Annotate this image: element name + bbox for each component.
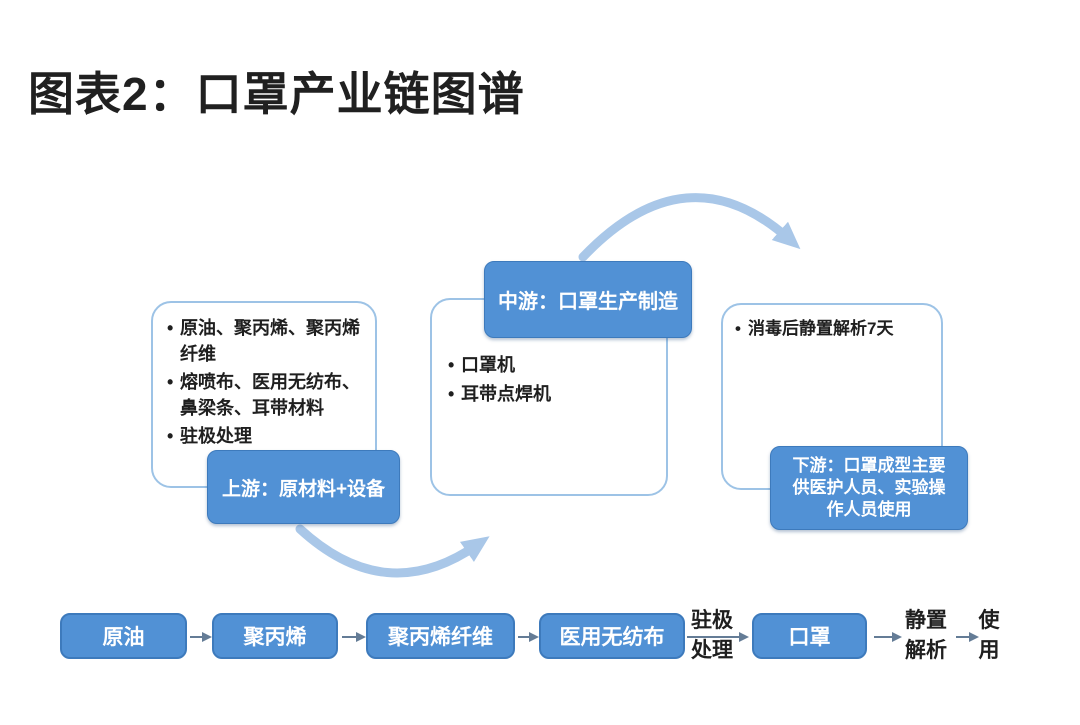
- flow-box-mask: 口罩: [752, 613, 867, 659]
- upstream-panel: 原油、聚丙烯、聚丙烯纤维 熔喷布、医用无纺布、鼻梁条、耳带材料 驻极处理: [151, 301, 377, 488]
- flow-label-use: 使用: [978, 609, 1000, 662]
- arrow-upstream-to-midstream: [295, 524, 490, 578]
- downstream-bullet: 消毒后静置解析7天: [735, 317, 937, 341]
- flow-box-pp-fiber: 聚丙烯纤维: [366, 613, 515, 659]
- arrow-midstream-to-downstream: [578, 193, 801, 262]
- midstream-bullet: 耳带点焊机: [448, 382, 660, 408]
- midstream-bullet-list: 口罩机 耳带点焊机: [432, 300, 666, 407]
- flow-box-nonwoven: 医用无纺布: [539, 613, 685, 659]
- upstream-bullet: 熔喷布、医用无纺布、鼻梁条、耳带材料: [167, 370, 369, 421]
- flow-label-electret-treatment: 驻极处理: [691, 609, 733, 662]
- midstream-bullet: 口罩机: [448, 353, 660, 379]
- upstream-bullet: 驻极处理: [167, 424, 369, 450]
- upstream-tag: 上游：原材料+设备: [207, 450, 400, 524]
- flow-box-polypropylene: 聚丙烯: [212, 613, 338, 659]
- downstream-tag: 下游：口罩成型主要供医护人员、实验操作人员使用: [770, 446, 968, 530]
- downstream-bullet-list: 消毒后静置解析7天: [723, 305, 941, 341]
- flow-label-standing-analysis: 静置解析: [905, 609, 947, 662]
- upstream-bullet-list: 原油、聚丙烯、聚丙烯纤维 熔喷布、医用无纺布、鼻梁条、耳带材料 驻极处理: [153, 303, 375, 450]
- figure-title: 图表2：口罩产业链图谱: [28, 68, 525, 120]
- flow-box-crude-oil: 原油: [60, 613, 187, 659]
- upstream-bullet: 原油、聚丙烯、聚丙烯纤维: [167, 316, 369, 367]
- midstream-tag: 中游：口罩生产制造: [484, 261, 692, 338]
